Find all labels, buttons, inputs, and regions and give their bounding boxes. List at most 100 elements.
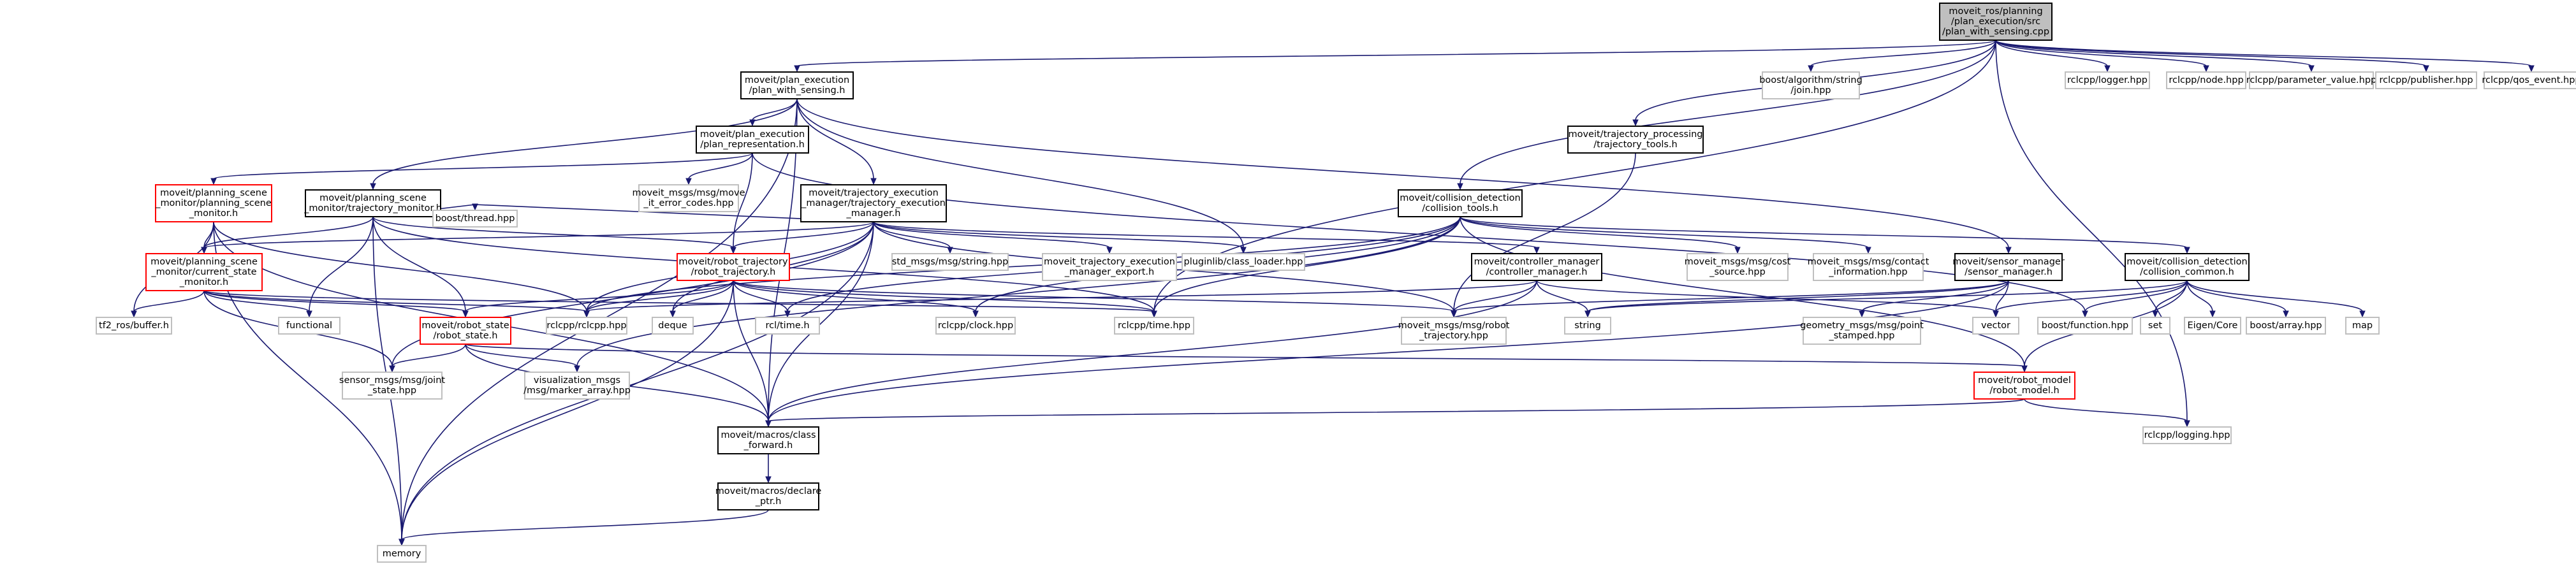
node-tem[interactable]: moveit/trajectory_execution_manager/traj… [800,184,947,222]
edge-class_fwd-to-declare_ptr [765,453,772,484]
edge-coll_tools-to-contact_info [1460,216,1871,254]
node-label: sensor_msgs/msg/joint [339,375,446,386]
node-box [1813,253,1924,281]
node-label: rclcpp/logger.hpp [2067,75,2148,85]
node-robot-state[interactable]: moveit/robot_state/robot_state.h [420,317,511,345]
node-label: string [1574,321,1601,331]
node-label: /robot_trajectory.h [691,267,776,277]
node-label: moveit_msgs/msg/robot [1398,321,1510,331]
edge-robot_state-to-robot_model [465,343,2028,373]
node-root[interactable]: moveit_ros/planning/plan_execution/src/p… [1939,3,2053,41]
node-box [717,426,819,454]
node-label: moveit/macros/class [721,430,816,440]
node-ctrl-mgr[interactable]: moveit/controller_manager/controller_man… [1471,253,1602,281]
node-label: _monitor/current_state [150,267,256,277]
node-box [638,184,739,212]
edge-tem-to-std_string [873,221,953,254]
edge-robot_model-to-rcl_logging [2024,398,2190,428]
node-box [145,253,263,291]
nodes-layer: moveit_ros/planning/plan_execution/src/p… [96,3,2576,563]
node-box [2065,71,2150,89]
edge-cur_state-to-time [203,290,1157,318]
node-declare-ptr[interactable]: moveit/macros/declare_ptr.h [715,482,822,510]
node-label: rclcpp/logging.hpp [2144,430,2230,440]
node-box [1401,317,1507,345]
node-marker-arr: visualization_msgs/msg/marker_array.hpp [523,372,631,400]
node-publisher: rclcpp/publisher.hpp [2375,71,2477,89]
node-label: moveit/robot_state [421,321,509,331]
edge-coll_common-to-map [2186,280,2366,318]
node-label: rclcpp/time.hpp [1118,321,1190,331]
node-label: moveit_msgs/msg/contact [1808,257,1929,267]
edge-root-to-logger [1995,40,2111,73]
node-box [1564,317,1611,335]
node-box [800,184,947,222]
edge-robot_traj-to-rcl_time [733,280,791,318]
node-label: _monitor/trajectory_monitor.h [304,203,442,213]
node-box [2484,71,2576,89]
node-label: geometry_msgs/msg/point [1800,321,1924,331]
node-cur-state[interactable]: moveit/planning_scene_monitor/current_st… [145,253,263,291]
node-label: moveit/plan_execution [700,129,805,140]
node-label: pluginlib/class_loader.hpp [1184,257,1303,267]
node-box [1762,71,1860,99]
node-pws-h[interactable]: moveit/plan_execution/plan_with_sensing.… [740,71,854,99]
node-label: visualization_msgs [534,375,620,386]
node-psm[interactable]: moveit/planning_scene_monitor/planning_s… [155,184,272,222]
edge-pws_h-to-plan_rep [749,98,798,127]
node-coll-tools[interactable]: moveit/collision_detection/collision_too… [1398,189,1523,217]
node-param: rclcpp/parameter_value.hpp [2246,71,2376,89]
node-label: moveit_ros/planning [1949,6,2042,17]
node-clock: rclcpp/clock.hpp [935,317,1016,335]
node-box [2345,317,2380,335]
node-joint-state: sensor_msgs/msg/joint_state.hpp [339,372,446,400]
edge-robot_state-to-joint_state [389,343,466,373]
node-label: vector [1981,321,2010,331]
node-box [1398,189,1523,217]
node-label: moveit/robot_model [1978,375,2071,386]
node-label: moveit_msgs/msg/cost [1685,257,1791,267]
node-label: _forward.h [743,440,793,451]
node-box [696,126,809,154]
node-label: std_msgs/msg/string.hpp [892,257,1009,267]
node-label: moveit/planning_scene [319,193,427,203]
edge-pws_h-to-traj_mon [370,98,798,191]
edge-coll_tools-to-marker_arr [574,216,1461,373]
node-tf2-buf: tf2_ros/buffer.h [96,317,172,335]
node-label: /trajectory_tools.h [1593,140,1678,150]
node-plan-rep[interactable]: moveit/plan_execution/plan_representatio… [696,126,809,154]
node-sensor-mgr[interactable]: moveit/sensor_manager/sensor_manager.h [1952,253,2065,281]
node-traj-tools[interactable]: moveit/trajectory_processing/trajectory_… [1567,126,1704,154]
node-label: _manager.h [846,208,901,219]
node-logger: rclcpp/logger.hpp [2065,71,2150,89]
node-box [652,317,694,335]
node-label: _manager_export.h [1064,267,1154,277]
node-label: rclcpp/rclcpp.hpp [546,321,626,331]
node-label: functional [286,321,332,331]
node-box [2246,317,2326,335]
node-robot-traj[interactable]: moveit/robot_trajectory/robot_trajectory… [677,253,790,281]
node-robot-model[interactable]: moveit/robot_model/robot_model.h [1973,372,2075,400]
node-node: rclcpp/node.hpp [2166,71,2246,89]
node-box [1973,372,2075,400]
node-label: moveit/planning_scene [150,257,258,267]
node-traj-mon[interactable]: moveit/planning_scene_monitor/trajectory… [304,189,442,217]
edge-coll_common-to-vector [1993,280,2188,318]
edges-layer [131,40,2535,546]
node-rclcpp-hpp: rclcpp/rclcpp.hpp [546,317,627,335]
node-label: /robot_state.h [434,331,498,341]
edge-coll_common-to-boost_array [2186,280,2289,318]
edge-pws_h-to-tem [796,98,877,185]
edge-coll_tools-to-robot_model [1460,216,2028,373]
node-label: _monitor.h [189,208,238,219]
node-box [1182,253,1305,271]
node-pluginlib: pluginlib/class_loader.hpp [1182,253,1305,271]
node-box [2140,317,2170,335]
node-class-fwd[interactable]: moveit/macros/class_forward.h [717,426,819,454]
node-move-it-err: moveit_msgs/msg/move_it_error_codes.hpp [632,184,745,212]
node-coll-common[interactable]: moveit/collision_detection/collision_com… [2125,253,2250,281]
node-label: _source.hpp [1709,267,1766,277]
edge-coll_common-to-boost_func [2082,280,2188,318]
node-box [1042,253,1177,281]
node-label: _state.hpp [367,386,416,396]
